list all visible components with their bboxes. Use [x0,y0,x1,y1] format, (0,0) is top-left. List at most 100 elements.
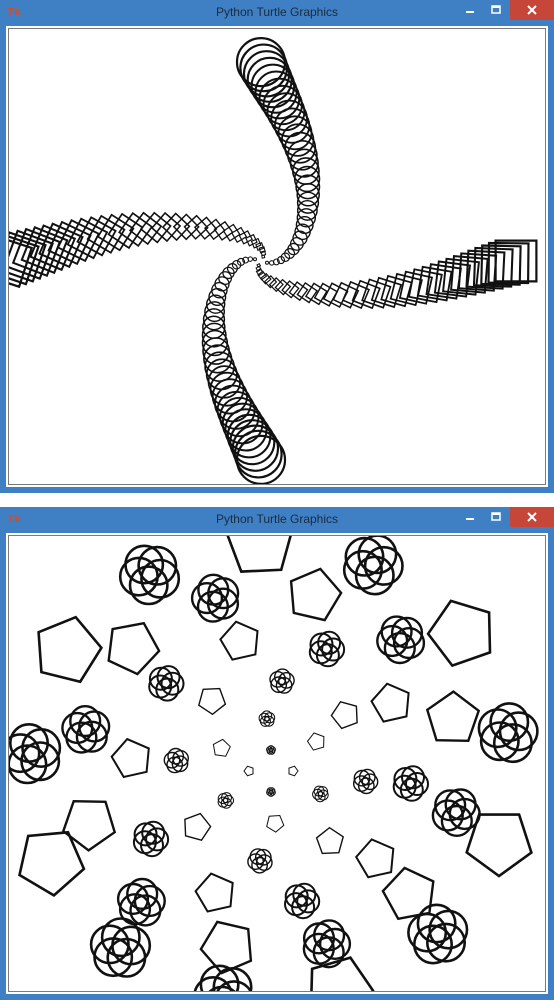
circle-shape [273,668,291,686]
maximize-button[interactable] [483,507,509,527]
square-shape [494,239,538,283]
circle-shape [250,63,296,109]
close-button[interactable] [510,507,554,527]
square-shape [288,281,309,302]
square-shape [398,270,434,305]
circle-shape [254,70,298,114]
square-shape [304,282,328,306]
square-shape [150,211,182,243]
turtle-graphics-icon[interactable]: 7k [7,7,21,18]
turtle-graphics-icon[interactable]: 7k [7,514,21,525]
square-shape [9,235,40,286]
minimize-button[interactable] [457,0,483,20]
circle-shape [116,882,150,915]
circle-shape [317,630,342,655]
circle-shape [393,767,418,791]
close-icon [527,5,537,15]
square-shape [66,217,109,260]
turtle-canvas[interactable] [8,28,546,485]
circle-shape [224,408,268,452]
circle-shape [431,799,464,832]
pentagon-shape [184,812,212,842]
pentagon-shape [199,920,253,975]
minimize-icon [466,518,474,520]
circle-shape [128,565,169,606]
pentagon-shape [107,621,161,676]
circle-shape [479,721,520,762]
circle-shape [392,774,417,799]
square-shape [255,268,264,277]
circle-shape [249,848,267,865]
circle-shape [75,720,108,753]
square-shape [139,211,172,244]
square-shape [341,280,371,310]
circle-shape [284,248,296,259]
pentagon-shape [266,814,285,833]
circle-shape [235,434,287,484]
circle-shape [361,773,379,791]
circle-shape [106,937,147,978]
square-shape [255,265,262,273]
square-shape [296,281,318,304]
circle-shape [292,882,317,907]
square-shape [203,218,226,241]
circle-shape [226,413,272,459]
circle-shape [390,616,424,649]
circle-shape [492,723,533,764]
circle-shape [296,199,318,221]
square-shape [9,231,47,283]
circle-shape [221,792,232,804]
circle-shape [190,581,224,615]
circle-shape [226,263,238,274]
title-bar[interactable]: 7k Python Turtle Graphics [0,0,554,26]
circle-shape [253,257,257,262]
maximize-button[interactable] [483,0,509,20]
circle-shape [229,419,276,466]
circle-shape [280,252,291,262]
square-shape [361,278,392,309]
square-shape [480,244,522,286]
pentagon-shape [306,732,325,751]
pentagon-shape [110,737,150,779]
pentagon-shape [61,799,117,852]
pentagon-shape [212,738,231,757]
window-title: Python Turtle Graphics [215,512,339,526]
pentagon-shape [465,813,533,878]
pentagon-shape [330,700,358,730]
circle-shape [296,889,321,914]
square-shape [257,270,268,281]
maximize-icon [491,512,501,521]
circle-shape [358,768,376,786]
circle-shape [235,36,287,88]
spiral-squares-circles-drawing [9,36,538,484]
pentagon-shape [426,599,492,668]
square-shape [260,250,267,257]
square-shape [107,212,144,250]
square-shape [118,212,153,247]
close-button[interactable] [510,0,554,20]
circle-shape [344,536,385,577]
circle-shape [261,710,273,722]
square-shape [351,279,381,310]
circle-shape [440,804,473,837]
minimize-button[interactable] [457,507,483,527]
square-shape [407,268,443,304]
turtle-canvas[interactable] [8,535,546,992]
circle-shape [223,795,234,806]
circle-shape [270,676,288,694]
turtle-window-2: 7k Python Turtle Graphics [0,507,554,1000]
circle-shape [140,558,181,599]
square-shape [183,214,209,240]
minimize-icon [466,11,474,13]
circle-shape [126,877,159,910]
title-bar[interactable]: 7k Python Turtle Graphics [0,507,554,533]
square-shape [465,249,506,290]
pentagon-shape [219,620,259,661]
circle-shape [205,294,226,314]
turtle-window-1: 7k Python Turtle Graphics [0,0,554,493]
circle-shape [89,924,130,965]
pentagon-shape [37,615,104,684]
circle-shape [208,288,227,306]
circle-shape [137,545,178,586]
circle-shape [284,892,308,917]
